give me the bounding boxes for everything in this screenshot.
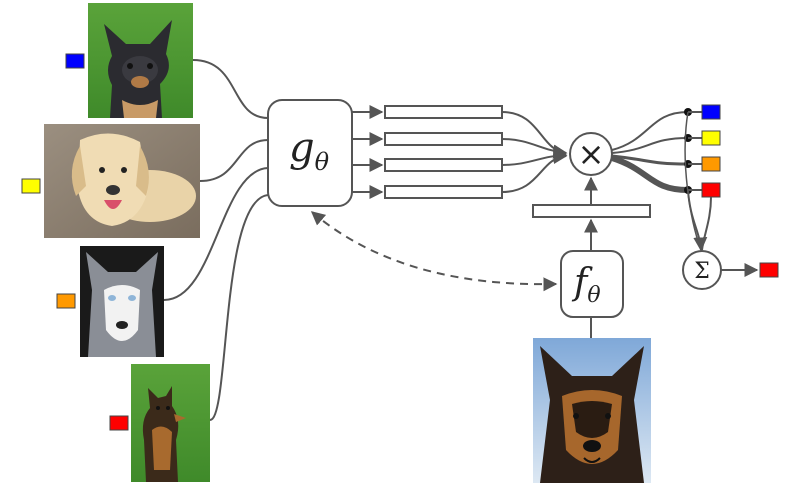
shared-parameters-dashed-arrow <box>310 211 558 292</box>
output-label-connectors <box>688 111 702 191</box>
output-label-orange <box>701 156 721 172</box>
multiply-symbol: × <box>578 135 605 173</box>
support-embedding-bar <box>384 132 503 146</box>
support-label-orange <box>56 293 76 309</box>
multiply-node <box>569 132 613 176</box>
outputs-to-sum-arrows <box>684 111 712 252</box>
labrador-photo-icon <box>44 124 200 238</box>
embedding-to-multiply-arrows <box>501 111 568 193</box>
g-theta-label: gθ <box>289 125 330 176</box>
output-label-blue <box>701 104 721 120</box>
support-label-blue <box>65 53 85 69</box>
support-embedding-bar <box>384 105 503 119</box>
support-embeddings <box>384 105 503 199</box>
husky-photo-icon <box>80 246 164 357</box>
g-to-embedding-arrows <box>352 105 384 199</box>
sum-symbol: Σ <box>694 259 710 284</box>
query-embedding-bar <box>532 204 651 218</box>
chihuahua-photo-icon <box>88 3 193 118</box>
german-shepherd-full-body-photo-icon <box>131 364 210 482</box>
german-shepherd-portrait-photo-icon <box>533 338 651 483</box>
support-embedding-bar <box>384 185 503 199</box>
output-label-yellow <box>701 130 721 146</box>
output-label-red <box>701 182 721 198</box>
prediction-label-red <box>759 262 779 278</box>
support-embedding-bar <box>384 158 503 172</box>
g-theta-embedding-box <box>267 99 353 207</box>
support-label-red <box>109 415 129 431</box>
support-label-yellow <box>21 178 41 194</box>
support-connectors <box>163 59 269 421</box>
attention-output-lines <box>611 111 689 193</box>
output-class-labels <box>701 104 721 198</box>
